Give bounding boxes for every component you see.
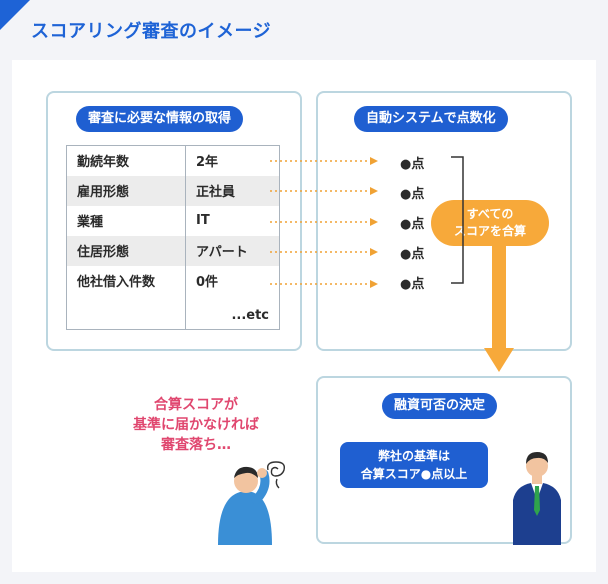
bracket-icon <box>451 156 464 284</box>
sum-badge-line2: スコアを合算 <box>453 224 526 238</box>
row-key: 業種 <box>66 205 186 236</box>
bubble-line1: 弊社の基準は <box>377 449 450 463</box>
arrow-down-icon <box>484 246 514 372</box>
etc-label: ...etc <box>185 295 280 330</box>
score-item: ●点 <box>400 157 425 172</box>
row-key: 雇用形態 <box>66 175 186 206</box>
row-value: 0件 <box>196 275 219 290</box>
confused-person-icon <box>218 461 286 545</box>
decision-panel-heading: 融資可否の決定 <box>382 393 498 419</box>
row-key: 勤続年数 <box>66 145 186 176</box>
info-table: 勤続年数 2年 雇用形態 正社員 業種 IT 住居形態 アパート 他社借入件数 … <box>66 145 280 330</box>
dotted-arrow-heads <box>370 157 378 288</box>
score-item: ●点 <box>400 277 425 292</box>
header-corner-accent <box>0 0 30 30</box>
speech-bubble: 弊社の基準は 合算スコア●点以上 <box>340 442 488 488</box>
table-row: 雇用形態 正社員 <box>66 175 280 206</box>
table-row: ...etc <box>66 295 280 330</box>
warning-line1: 合算スコアが <box>154 397 238 413</box>
sum-badge-line1: すべての <box>466 207 514 221</box>
sum-badge: すべての スコアを合算 <box>431 200 549 246</box>
score-item: ●点 <box>400 247 425 262</box>
row-value: 2年 <box>196 155 219 171</box>
dotted-arrow-icon <box>270 160 372 285</box>
score-item: ●点 <box>400 217 425 232</box>
table-row: 他社借入件数 0件 <box>66 265 280 296</box>
row-key-empty <box>66 295 186 330</box>
info-panel-heading: 審査に必要な情報の取得 <box>76 106 244 132</box>
warning-text: 合算スコアが 基準に届かなければ 審査落ち… <box>96 395 296 455</box>
row-value: アパート <box>185 235 280 266</box>
table-row: 業種 IT <box>66 205 280 236</box>
scoring-panel-heading: 自動システムで点数化 <box>354 106 508 132</box>
warning-line3: 審査落ち… <box>161 437 231 453</box>
row-key: 他社借入件数 <box>66 265 186 296</box>
warning-line2: 基準に届かなければ <box>133 417 259 433</box>
page-title: スコアリング審査のイメージ <box>31 21 272 42</box>
table-row: 勤続年数 2年 <box>66 145 280 176</box>
table-row: 住居形態 アパート <box>66 235 280 266</box>
bubble-line2: 合算スコア●点以上 <box>360 467 468 481</box>
row-value: IT <box>196 213 210 228</box>
score-item: ●点 <box>400 187 425 202</box>
row-value: 正社員 <box>185 175 280 206</box>
businessman-icon <box>513 452 561 545</box>
row-key: 住居形態 <box>66 235 186 266</box>
